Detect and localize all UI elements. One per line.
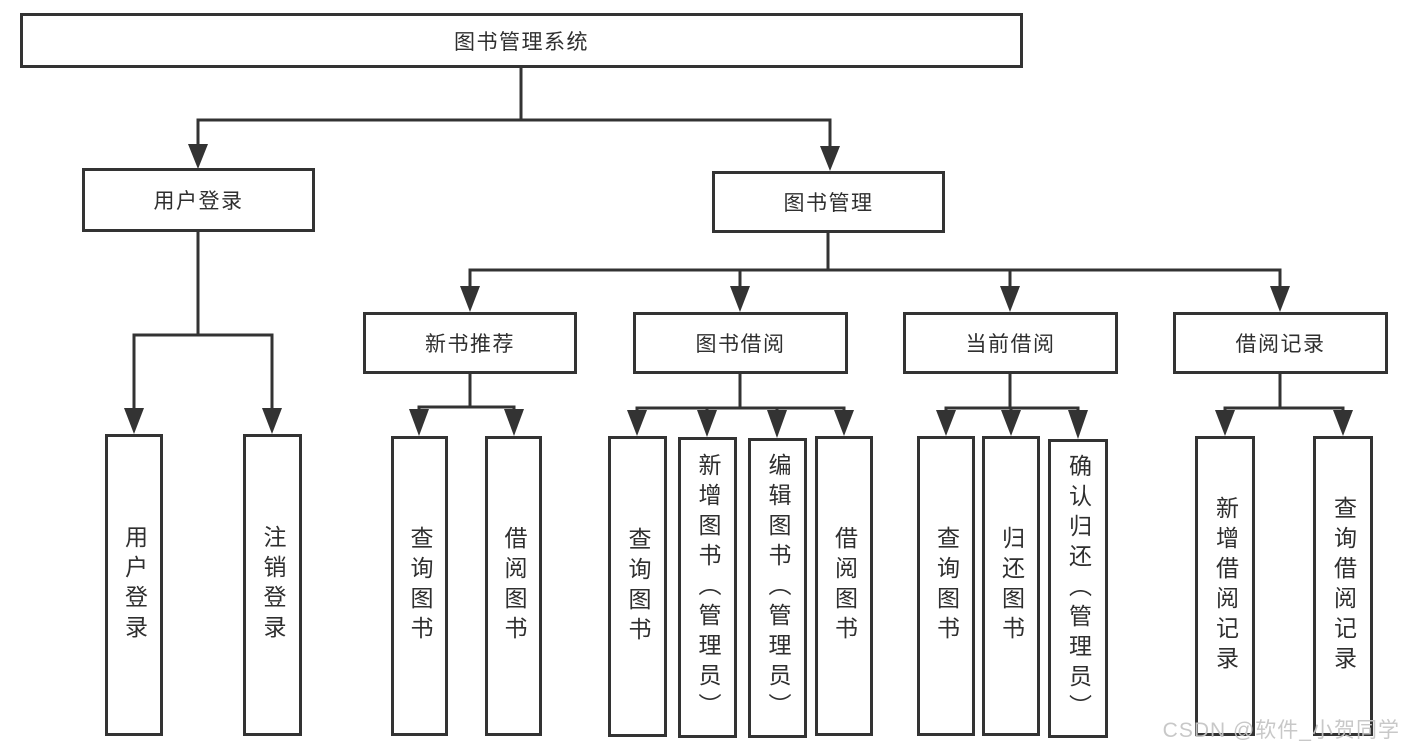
edge-userlogin-to-leaves	[124, 232, 282, 434]
node-root-label: 图书管理系统	[454, 30, 589, 54]
leaf-records-add: 新增借阅记录	[1195, 436, 1255, 736]
edge-newbooks-to-leaves	[409, 374, 524, 436]
node-book-borrow: 图书借阅	[633, 312, 848, 374]
edge-root-to-level2	[188, 68, 840, 171]
leaf-records-query: 查询借阅记录	[1313, 436, 1373, 736]
edge-records-to-leaves	[1215, 374, 1353, 436]
leaf-user-login: 用户登录	[105, 434, 163, 736]
edge-currentborrow-to-leaves	[936, 374, 1088, 439]
edge-bookmgmt-to-level3	[460, 233, 1290, 312]
edge-bookborrow-to-leaves	[627, 374, 854, 438]
node-user-login: 用户登录	[82, 168, 315, 232]
leaf-borrow-add-admin: 新增图书（管理员）	[678, 437, 737, 738]
leaf-newbooks-query: 查询图书	[391, 436, 448, 736]
node-borrow-records-label: 借阅记录	[1235, 333, 1326, 356]
node-user-login-label: 用户登录	[153, 190, 244, 213]
leaf-current-query: 查询图书	[917, 436, 975, 736]
node-book-mgmt: 图书管理	[712, 171, 945, 233]
watermark-text: CSDN @软件_小贺同学	[1162, 719, 1400, 742]
leaf-borrow-query: 查询图书	[608, 436, 667, 737]
node-book-borrow-label: 图书借阅	[695, 333, 786, 356]
leaf-newbooks-borrow: 借阅图书	[485, 436, 542, 736]
node-new-books-label: 新书推荐	[425, 333, 515, 356]
node-current-borrow-label: 当前借阅	[965, 333, 1056, 356]
leaf-borrow-edit-admin: 编辑图书（管理员）	[748, 438, 807, 738]
leaf-borrow-borrow: 借阅图书	[815, 436, 873, 736]
node-borrow-records: 借阅记录	[1173, 312, 1388, 374]
leaf-current-confirm-admin: 确认归还（管理员）	[1048, 439, 1108, 738]
node-root: 图书管理系统	[20, 13, 1023, 68]
node-new-books: 新书推荐	[363, 312, 577, 374]
leaf-current-return: 归还图书	[982, 436, 1040, 736]
node-book-mgmt-label: 图书管理	[783, 192, 874, 215]
node-current-borrow: 当前借阅	[903, 312, 1118, 374]
leaf-logout: 注销登录	[243, 434, 302, 736]
